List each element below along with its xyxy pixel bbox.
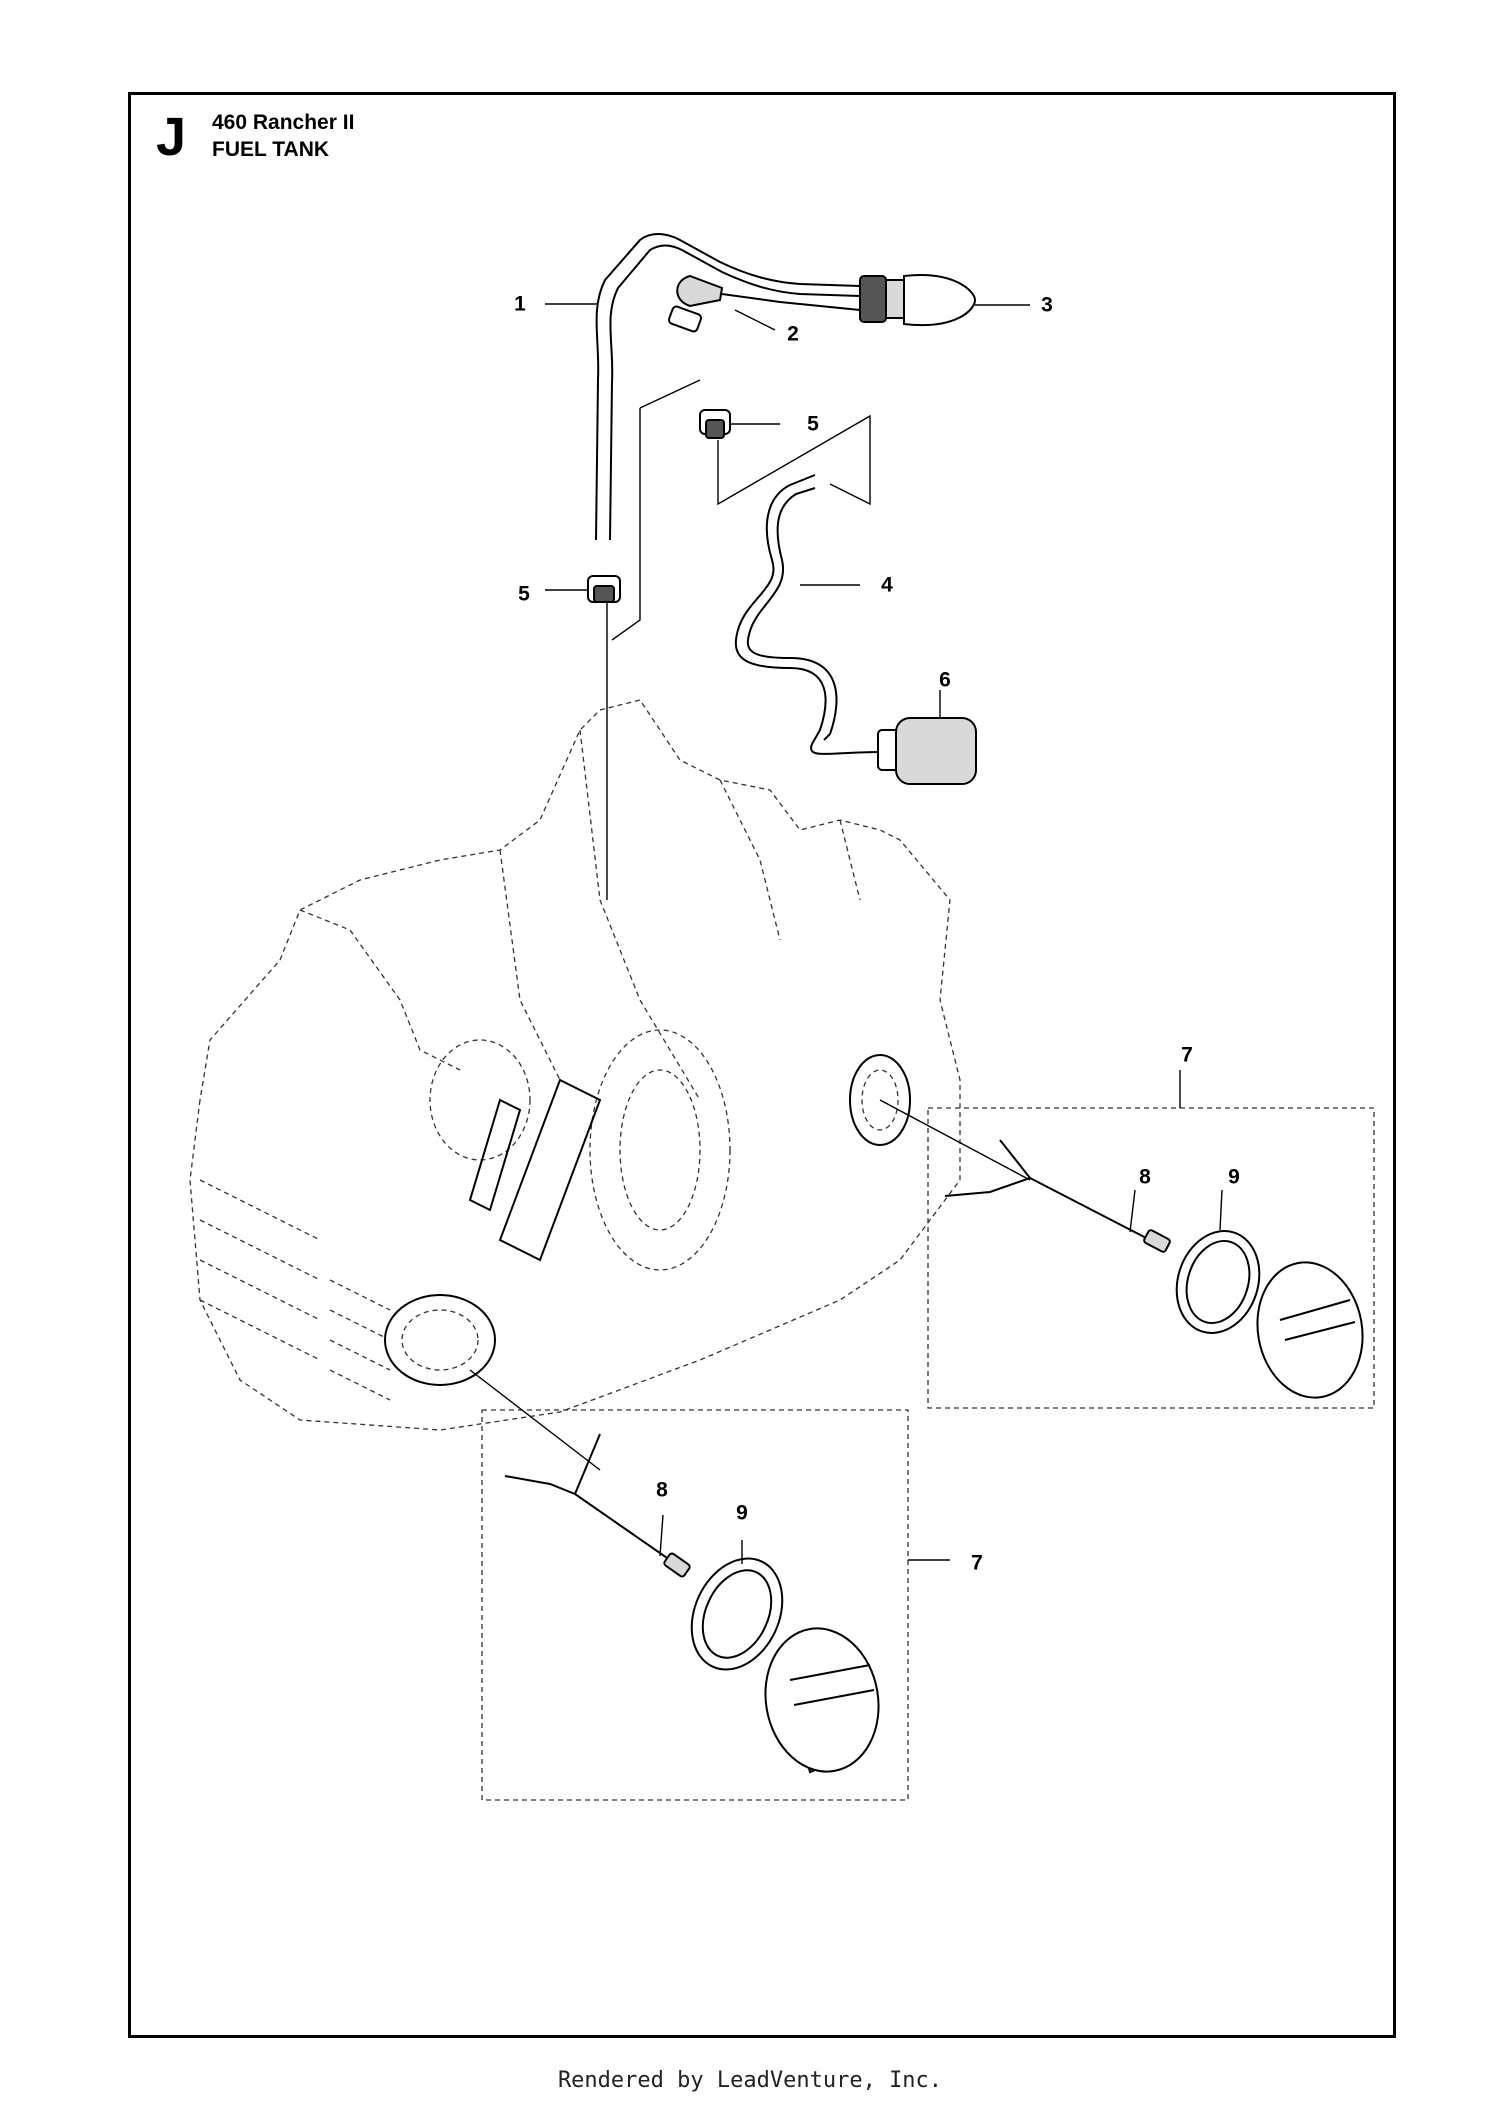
assembly-leader-lines [606,379,871,900]
diagram-frame [128,92,1396,2038]
crankcase-fuel-tank-body [189,699,961,1431]
part-4-pickup-hose[interactable] [734,474,898,755]
part-2-hose-connector[interactable] [667,274,861,333]
callout-8-lower: 8 [656,1478,668,1502]
part-9-gasket-upper[interactable] [1164,1189,1272,1344]
model-title: 460 Rancher II [212,111,355,134]
part-6-fuel-filter[interactable] [877,690,977,785]
footer-credit: Rendered by LeadVenture, Inc. [557,2068,943,2093]
part-8-retainer-lower[interactable] [504,1433,691,1578]
part-3-primer-bulb[interactable] [859,273,1030,327]
part-7-fuel-cap-upper[interactable] [1247,1254,1373,1406]
fuel-cap-assembly-lower [469,1369,950,1801]
part-7-fuel-cap-lower[interactable] [754,1619,889,1780]
callout-6: 6 [939,668,951,692]
part-9-gasket-lower[interactable] [674,1540,799,1684]
callout-8-upper: 8 [1139,1165,1151,1189]
callout-3: 3 [1041,293,1053,317]
part-1-fuel-hose[interactable] [545,233,861,541]
callout-4: 4 [881,573,893,597]
callout-1: 1 [514,292,526,316]
callout-7-lower: 7 [971,1551,983,1575]
callout-9-upper: 9 [1228,1165,1240,1189]
part-5-grommet-lower[interactable] [545,575,621,603]
part-5-grommet-upper[interactable] [699,409,780,439]
fuel-cap-assembly-upper [879,1070,1375,1409]
callout-2: 2 [787,322,799,346]
part-8-retainer-upper[interactable] [944,1139,1171,1253]
section-title: FUEL TANK [212,138,330,161]
callout-9-lower: 9 [736,1501,748,1525]
section-letter: J [156,107,187,167]
callout-5-lower: 5 [518,582,530,606]
callout-5-upper: 5 [807,412,819,436]
callout-7-upper: 7 [1181,1043,1193,1067]
